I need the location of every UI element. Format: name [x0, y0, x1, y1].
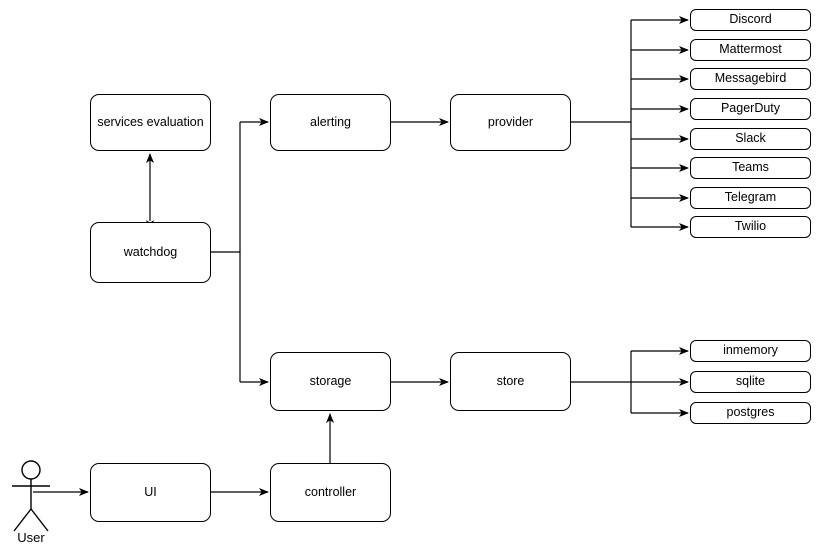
node-storage-label: storage — [309, 373, 352, 388]
node-controller-label: controller — [304, 484, 357, 499]
node-provider-messagebird[interactable]: Messagebird — [690, 68, 811, 90]
user-leg-right-icon — [30, 508, 49, 532]
node-provider[interactable]: provider — [450, 94, 571, 151]
node-watchdog-label: watchdog — [123, 244, 178, 259]
edge-watchdog-branch-trunk — [211, 122, 241, 253]
node-provider-teams[interactable]: Teams — [690, 157, 811, 179]
node-alerting-label: alerting — [310, 114, 351, 129]
node-provider-mattermost[interactable]: Mattermost — [690, 39, 811, 61]
node-provider-twilio-label: Twilio — [734, 219, 767, 234]
node-provider-pagerduty-label: PagerDuty — [720, 101, 781, 116]
node-store-inmemory[interactable]: inmemory — [690, 340, 811, 362]
node-alerting[interactable]: alerting — [270, 94, 391, 151]
node-ui[interactable]: UI — [90, 463, 211, 522]
node-provider-label: provider — [487, 114, 534, 129]
node-store-inmemory-label: inmemory — [723, 343, 778, 358]
node-provider-telegram[interactable]: Telegram — [690, 187, 811, 209]
node-provider-discord[interactable]: Discord — [690, 9, 811, 31]
node-store-postgres[interactable]: postgres — [690, 402, 811, 424]
node-controller[interactable]: controller — [270, 463, 391, 522]
node-ui-label: UI — [144, 484, 157, 499]
node-provider-discord-label: Discord — [729, 12, 772, 27]
node-provider-teams-label: Teams — [732, 160, 769, 175]
node-services-evaluation-label: services evaluation — [97, 114, 204, 129]
node-provider-pagerduty[interactable]: PagerDuty — [690, 98, 811, 120]
node-provider-mattermost-label: Mattermost — [719, 42, 782, 57]
node-services-evaluation[interactable]: services evaluation — [90, 94, 211, 151]
node-provider-slack[interactable]: Slack — [690, 128, 811, 150]
node-storage[interactable]: storage — [270, 352, 391, 411]
node-store-label: store — [496, 373, 525, 388]
node-store[interactable]: store — [450, 352, 571, 411]
node-provider-telegram-label: Telegram — [724, 190, 777, 205]
node-store-sqlite-label: sqlite — [735, 374, 766, 389]
node-provider-slack-label: Slack — [735, 131, 766, 146]
node-store-sqlite[interactable]: sqlite — [690, 371, 811, 393]
node-provider-messagebird-label: Messagebird — [714, 71, 787, 86]
user-leg-left-icon — [13, 508, 32, 532]
node-store-postgres-label: postgres — [726, 405, 775, 420]
user-head-icon — [21, 460, 41, 480]
node-provider-twilio[interactable]: Twilio — [690, 216, 811, 238]
node-watchdog[interactable]: watchdog — [90, 222, 211, 283]
user-actor-label: User — [17, 530, 45, 545]
